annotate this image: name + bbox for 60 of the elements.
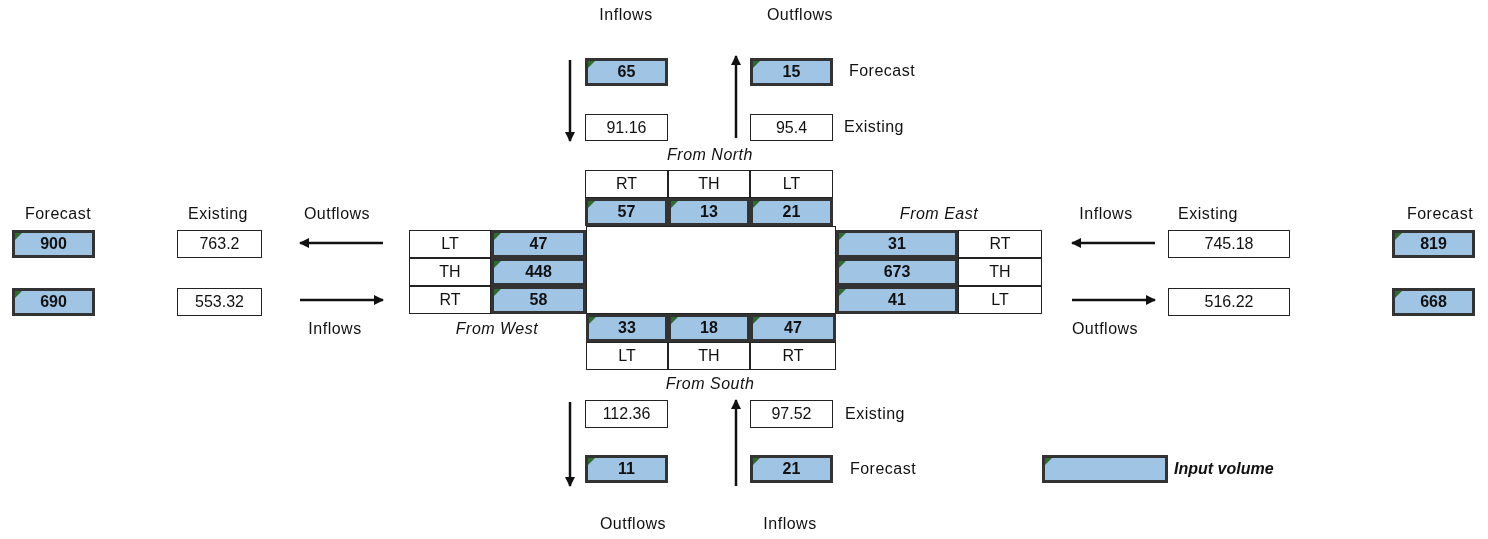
input-volume-box: 33 xyxy=(586,314,668,342)
input-volume-box: 18 xyxy=(668,314,750,342)
approach-label: From West xyxy=(455,320,539,338)
value-box: 95.4 xyxy=(750,114,833,141)
flow-label: Outflows xyxy=(599,515,667,533)
row-label: Forecast xyxy=(848,62,916,80)
input-volume-box: 58 xyxy=(491,286,586,314)
value-box: LT xyxy=(586,342,668,370)
input-volume-box: 819 xyxy=(1392,230,1475,258)
input-volume-box: 65 xyxy=(585,58,668,86)
value-box: 91.16 xyxy=(585,114,668,141)
input-volume-box: 690 xyxy=(12,288,95,316)
input-volume-box: 900 xyxy=(12,230,95,258)
input-volume-box: 673 xyxy=(836,258,958,286)
column-label: Forecast xyxy=(1406,205,1474,223)
value-box: RT xyxy=(958,230,1042,258)
input-volume-box: 47 xyxy=(491,230,586,258)
input-volume-box: 47 xyxy=(750,314,836,342)
input-volume-box: 15 xyxy=(750,58,833,86)
value-box: 97.52 xyxy=(750,400,833,428)
input-volume-box: 21 xyxy=(750,198,833,226)
flow-label: Inflows xyxy=(1079,205,1133,223)
value-box: TH xyxy=(409,258,491,286)
flow-label: Outflows xyxy=(303,205,371,223)
row-label: Existing xyxy=(844,118,904,136)
value-box: 553.32 xyxy=(177,288,262,316)
input-volume-box: 31 xyxy=(836,230,958,258)
intersection-box xyxy=(586,226,836,314)
value-box: 516.22 xyxy=(1168,288,1290,316)
value-box: 763.2 xyxy=(177,230,262,258)
input-volume-box: 11 xyxy=(585,455,668,483)
input-volume-box: 13 xyxy=(668,198,750,226)
value-box: 112.36 xyxy=(585,400,668,428)
value-box: LT xyxy=(958,286,1042,314)
approach-label: From East xyxy=(899,205,979,223)
value-box: LT xyxy=(409,230,491,258)
value-box: RT xyxy=(409,286,491,314)
input-volume-box: 57 xyxy=(585,198,668,226)
column-label: Forecast xyxy=(24,205,92,223)
row-label: Existing xyxy=(845,405,905,423)
input-volume-box: 448 xyxy=(491,258,586,286)
flow-label: Inflows xyxy=(599,6,653,24)
flow-label: Outflows xyxy=(766,6,834,24)
value-box: LT xyxy=(750,170,833,198)
input-volume-box: 41 xyxy=(836,286,958,314)
value-box: TH xyxy=(668,342,750,370)
flow-label: Inflows xyxy=(308,320,362,338)
value-box: TH xyxy=(958,258,1042,286)
input-volume-box: 668 xyxy=(1392,288,1475,316)
approach-label: From North xyxy=(667,146,753,164)
input-volume-box: 21 xyxy=(750,455,833,483)
value-box: TH xyxy=(668,170,750,198)
approach-label: From South xyxy=(665,375,755,393)
value-box: RT xyxy=(750,342,836,370)
flow-label: Inflows xyxy=(763,515,817,533)
value-box: 745.18 xyxy=(1168,230,1290,258)
flow-label: Outflows xyxy=(1071,320,1139,338)
value-box: RT xyxy=(585,170,668,198)
row-label: Forecast xyxy=(849,460,917,478)
legend-label: Input volume xyxy=(1174,460,1274,478)
